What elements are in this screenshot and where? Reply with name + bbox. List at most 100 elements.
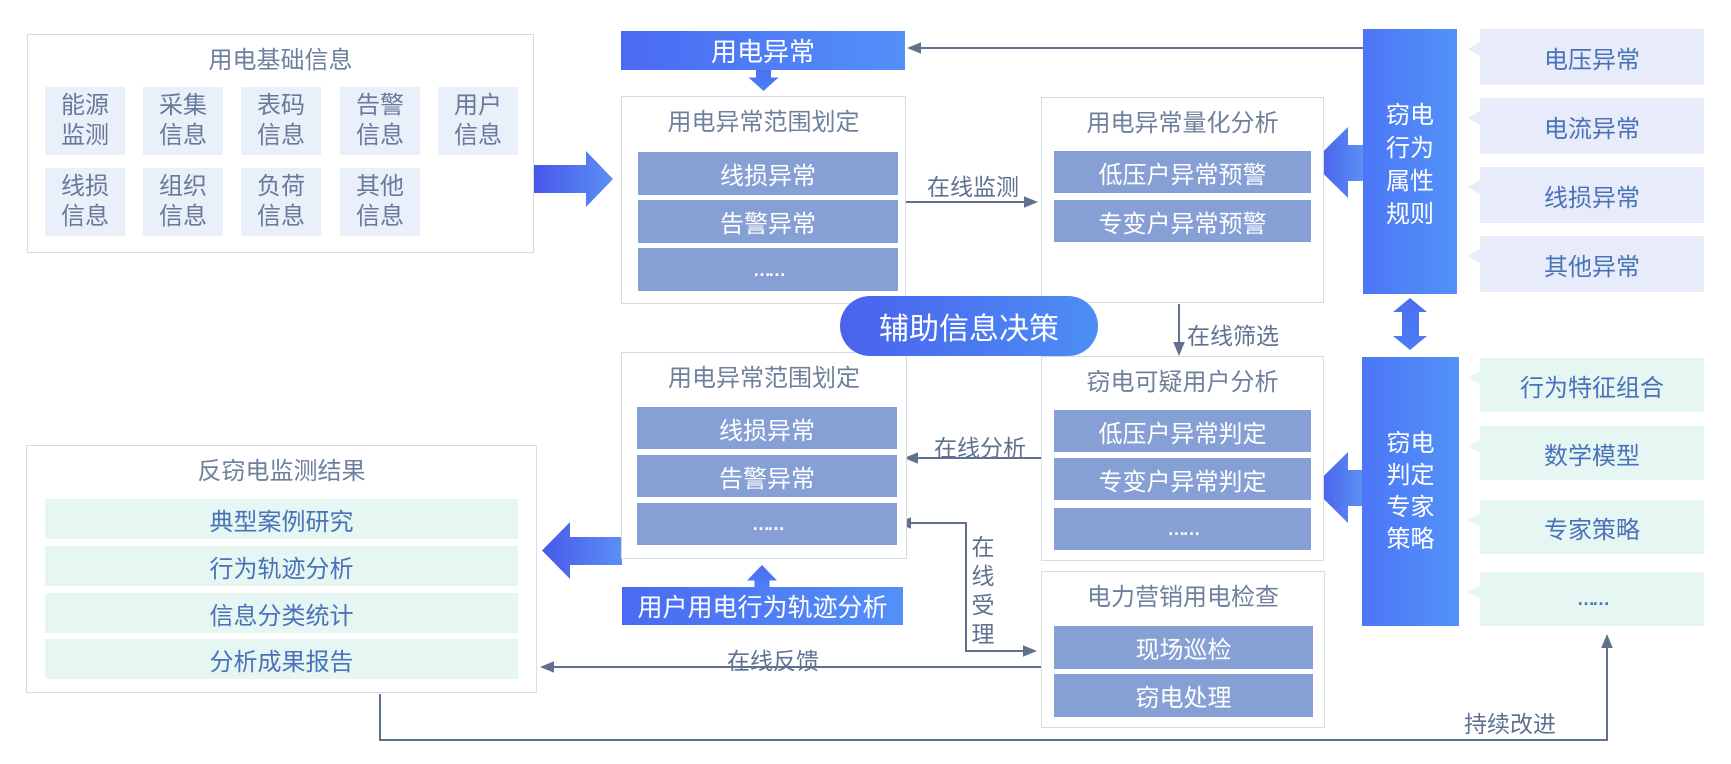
item-label: 数学模型 [1544, 442, 1640, 470]
item-label: 能源监测 [61, 92, 109, 149]
callout-strategy-more: …… [1468, 572, 1704, 626]
item-label: …… [1167, 519, 1201, 539]
item-label: 电压异常 [1544, 46, 1640, 74]
quant-title: 用电异常量化分析 [1086, 110, 1279, 137]
line-online-accept [911, 522, 1025, 652]
item-label: 行为特征组合 [1520, 374, 1664, 402]
scope1-title: 用电异常范围划定 [667, 109, 860, 136]
item-label: 其他信息 [356, 173, 404, 230]
item-label: 采集信息 [159, 92, 207, 149]
callout-voltage: 电压异常 [1468, 29, 1704, 85]
callout-notch-icon [1468, 585, 1480, 599]
results-title: 反窃电监测结果 [197, 458, 366, 485]
block-expert-strategy: 窃电判定专家策略 [1362, 357, 1459, 626]
callout-lineloss: 线损异常 [1468, 167, 1704, 223]
arrow-scope2-to-results-icon [542, 522, 622, 579]
group-scope2: 用电异常范围划定 线损异常 告警异常 …… [621, 352, 907, 559]
item-label: 行为轨迹分析 [209, 555, 354, 583]
inspection-title: 电力营销用电检查 [1087, 584, 1279, 611]
suspect-row-more: …… [1054, 508, 1311, 550]
callout-feature-combo: 行为特征组合 [1468, 358, 1704, 412]
callout-notch-icon [1468, 180, 1480, 194]
arrowhead-online-accept-right-icon [1023, 645, 1037, 657]
cell-alarm-info: 告警信息 [340, 87, 420, 155]
scope2-row-more: …… [637, 503, 897, 545]
arrow-trajectory-up-icon [747, 565, 777, 587]
callout-notch-icon [1468, 513, 1480, 527]
cell-collect-info: 采集信息 [143, 87, 223, 155]
item-label: …… [1577, 589, 1610, 609]
scope1-row-lineloss: 线损异常 [638, 152, 898, 195]
callout-notch-icon [1468, 249, 1480, 263]
results-row-trace-analysis: 行为轨迹分析 [45, 546, 518, 586]
quant-row-transformer: 专变户异常预警 [1054, 200, 1311, 242]
quant-row-lowvoltage: 低压户异常预警 [1054, 151, 1311, 193]
item-label: 分析成果报告 [209, 648, 354, 676]
inspection-row-patrol: 现场巡检 [1054, 626, 1313, 669]
group-results: 反窃电监测结果 典型案例研究 行为轨迹分析 信息分类统计 分析成果报告 [26, 445, 537, 693]
group-inspection: 电力营销用电检查 现场巡检 窃电处理 [1041, 571, 1325, 728]
item-label: 电流异常 [1544, 115, 1640, 143]
basic-info-title: 用电基础信息 [208, 47, 353, 74]
suspect-row-lowvoltage: 低压户异常判定 [1054, 410, 1311, 452]
callout-expert-policy: 专家策略 [1468, 500, 1704, 554]
arrowhead-online-monitor-icon [1024, 196, 1038, 208]
label-continuous-improve: 持续改进 [1464, 711, 1556, 737]
item-label: 其他异常 [1544, 253, 1640, 281]
item-label: 现场巡检 [1135, 637, 1232, 664]
arrowhead-continuous-improve-icon [1601, 634, 1613, 648]
item-label: 专家策略 [1544, 516, 1640, 544]
label-online-analysis: 在线分析 [934, 435, 1026, 461]
item-label: 线损异常 [719, 417, 815, 445]
item-label: 告警信息 [356, 92, 404, 149]
item-label: 窃电处理 [1135, 685, 1232, 712]
banner-trajectory: 用户用电行为轨迹分析 [622, 587, 903, 625]
cell-load-info: 负荷信息 [241, 168, 321, 236]
banner-abnormal: 用电异常 [621, 31, 905, 70]
callout-notch-icon [1468, 439, 1480, 453]
block-attribute-rules-label: 窃电行为属性规则 [1386, 101, 1434, 228]
group-scope1: 用电异常范围划定 线损异常 告警异常 …… [621, 96, 906, 304]
arrow-strategy-to-suspect-icon [1312, 452, 1362, 523]
arrowhead-online-feedback-icon [540, 661, 554, 673]
cell-meter-info: 表码信息 [241, 87, 321, 155]
callout-notch-icon [1468, 42, 1480, 56]
callout-math-model: 数学模型 [1468, 426, 1704, 480]
item-label: 告警异常 [719, 465, 815, 493]
arrowhead-online-analysis-icon [904, 452, 918, 464]
scope2-row-lineloss: 线损异常 [637, 407, 897, 449]
block-attribute-rules: 窃电行为属性规则 [1363, 29, 1457, 294]
scope2-row-alarm: 告警异常 [637, 455, 897, 497]
pill-decision: 辅助信息决策 [840, 296, 1098, 356]
item-label: 组织信息 [159, 173, 207, 230]
suspect-row-transformer: 专变户异常判定 [1054, 458, 1311, 500]
banner-trajectory-label: 用户用电行为轨迹分析 [637, 594, 888, 622]
item-label: 负荷信息 [257, 173, 305, 230]
item-label: 信息分类统计 [209, 602, 354, 630]
group-quant: 用电异常量化分析 低压户异常预警 专变户异常预警 [1041, 97, 1324, 303]
group-suspect: 窃电可疑用户分析 低压户异常判定 专变户异常判定 …… [1041, 356, 1324, 561]
item-label: 低压户异常判定 [1098, 420, 1267, 448]
results-row-classify-stats: 信息分类统计 [45, 593, 518, 633]
cell-lineloss-info: 线损信息 [45, 168, 125, 236]
group-basic-info: 用电基础信息 能源监测 采集信息 表码信息 告警信息 用户信息 线损信息 组织信… [27, 34, 534, 253]
block-expert-strategy-label: 窃电判定专家策略 [1386, 429, 1435, 553]
scope2-title: 用电异常范围划定 [668, 365, 860, 392]
label-online-filter: 在线筛选 [1187, 323, 1279, 349]
item-label: 典型案例研究 [209, 508, 354, 536]
cell-org-info: 组织信息 [143, 168, 223, 236]
label-online-accept: 在线受理 [971, 534, 995, 647]
arrow-basic-to-scope1-icon [534, 151, 613, 207]
item-label: …… [753, 259, 786, 280]
item-label: 表码信息 [257, 92, 305, 149]
arrow-rules-strategy-both-icon [1393, 298, 1427, 350]
suspect-title: 窃电可疑用户分析 [1086, 369, 1279, 396]
arrow-rules-to-quant-icon [1312, 127, 1363, 198]
callout-notch-icon [1468, 111, 1480, 125]
item-label: 专变户异常预警 [1098, 210, 1267, 238]
arrowhead-online-filter-icon [1173, 342, 1185, 356]
scope1-row-alarm: 告警异常 [638, 200, 898, 243]
item-label: 线损信息 [61, 173, 109, 230]
